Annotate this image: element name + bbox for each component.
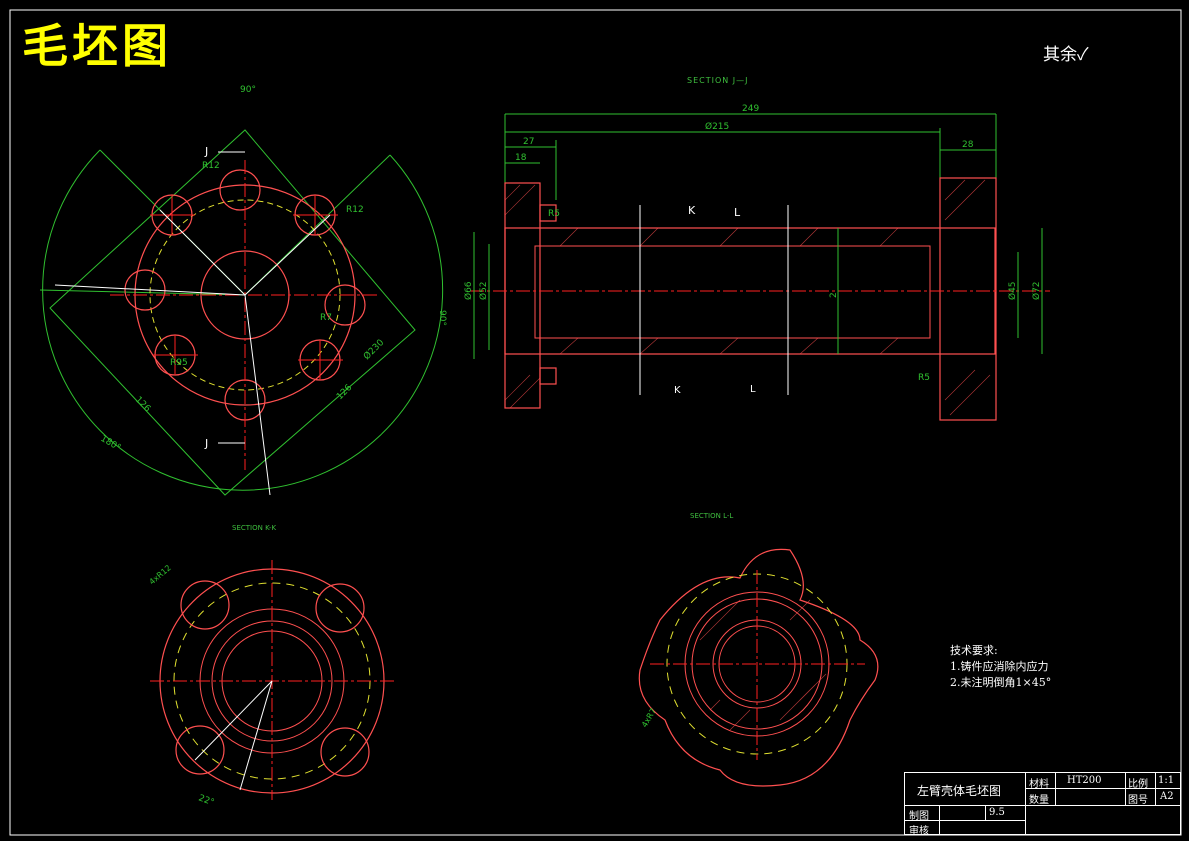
kk-radius-label: 4xR12 [148, 563, 173, 586]
roughness-label: 其余 [1043, 45, 1077, 65]
radius-top-right-label: R12 [346, 205, 364, 215]
roughness-symbol-icon: ✓ [1077, 45, 1089, 65]
material-value: HT200 [1067, 775, 1102, 786]
dim-18: 18 [515, 153, 527, 163]
dim-phi-52: Ø52 [478, 281, 489, 300]
front-view: J J 90° 180° 90° R12 R12 R7 R95 126 126 … [39, 85, 447, 496]
cut-label-top: J [204, 145, 208, 158]
dim-27: 27 [523, 137, 534, 147]
checked-label: 审核 [909, 826, 929, 837]
dim-phi-45: Ø45 [1007, 281, 1018, 300]
cut-k-bottom: K [674, 385, 681, 396]
dim-phi-66: Ø66 [463, 281, 474, 300]
radius-left-label: R95 [170, 358, 188, 368]
ll-radius-label: 4xR7 [640, 707, 658, 729]
angle-right-label: 90° [437, 310, 447, 326]
drawing-no-value: A2 [1160, 791, 1174, 802]
title-block: 左臂壳体毛坯图 材料 HT200 比例 1:1 数量 图号 A2 制图 9.5 … [904, 772, 1181, 837]
drawn-label: 制图 [909, 811, 929, 822]
part-name: 左臂壳体毛坯图 [917, 784, 1002, 798]
angle-bottom-label: 180° [99, 434, 123, 454]
section-jj-view: SECTION J—J 249 Ø215 27 18 28 [463, 76, 1050, 421]
cut-l-bottom: L [750, 384, 756, 395]
material-label: 材料 [1029, 779, 1049, 790]
tech-requirements: 技术要求: 1.铸件应消除内应力 2.未注明倒角1×45° [950, 643, 1051, 691]
tech-heading: 技术要求: [950, 644, 998, 657]
dim-126-left: 126 [133, 395, 152, 414]
dim-249: 249 [742, 104, 759, 114]
angle-dimension-arc [42, 149, 444, 491]
cut-l-top: L [734, 206, 741, 219]
drawing-border [9, 9, 1182, 836]
angle-top-label: 90° [240, 85, 256, 95]
dim-215: Ø215 [705, 121, 729, 132]
radius-mid-label: R7 [320, 313, 332, 323]
scale-value: 1:1 [1158, 775, 1175, 786]
roughness-note: 其余✓ [1043, 40, 1089, 65]
drawn-value: 9.5 [989, 807, 1005, 818]
cut-label-bottom: J [204, 437, 208, 450]
scale-label: 比例 [1128, 779, 1148, 790]
cut-k-top: K [688, 204, 696, 217]
radius-top-jj: R5 [548, 209, 560, 219]
section-jj-label: SECTION J—J [687, 76, 749, 85]
radius-top-left-label: R12 [202, 161, 220, 171]
section-ll-view: SECTION L-L 4xR7 [638, 512, 879, 787]
dim-28: 28 [962, 140, 974, 150]
quantity-label: 数量 [1029, 795, 1049, 806]
section-kk-label: SECTION K-K [232, 524, 276, 532]
tech-item-2: 2.未注明倒角1×45° [950, 676, 1052, 689]
ll-outline [638, 548, 879, 787]
drawing-title: 毛坯图 [22, 19, 172, 73]
dim-phi-72: Ø72 [1031, 281, 1042, 300]
dimension-frame [49, 129, 416, 496]
radius-bottom-jj: R5 [918, 373, 930, 383]
drawing-no-label: 图号 [1128, 795, 1148, 806]
tech-item-1: 1.铸件应消除内应力 [950, 660, 1049, 673]
dim-mid: 2 [829, 292, 839, 298]
section-ll-label: SECTION L-L [690, 512, 733, 520]
kk-angle-label: 22° [197, 793, 215, 808]
section-kk-view: SECTION K-K 4xR12 22° [148, 524, 395, 808]
